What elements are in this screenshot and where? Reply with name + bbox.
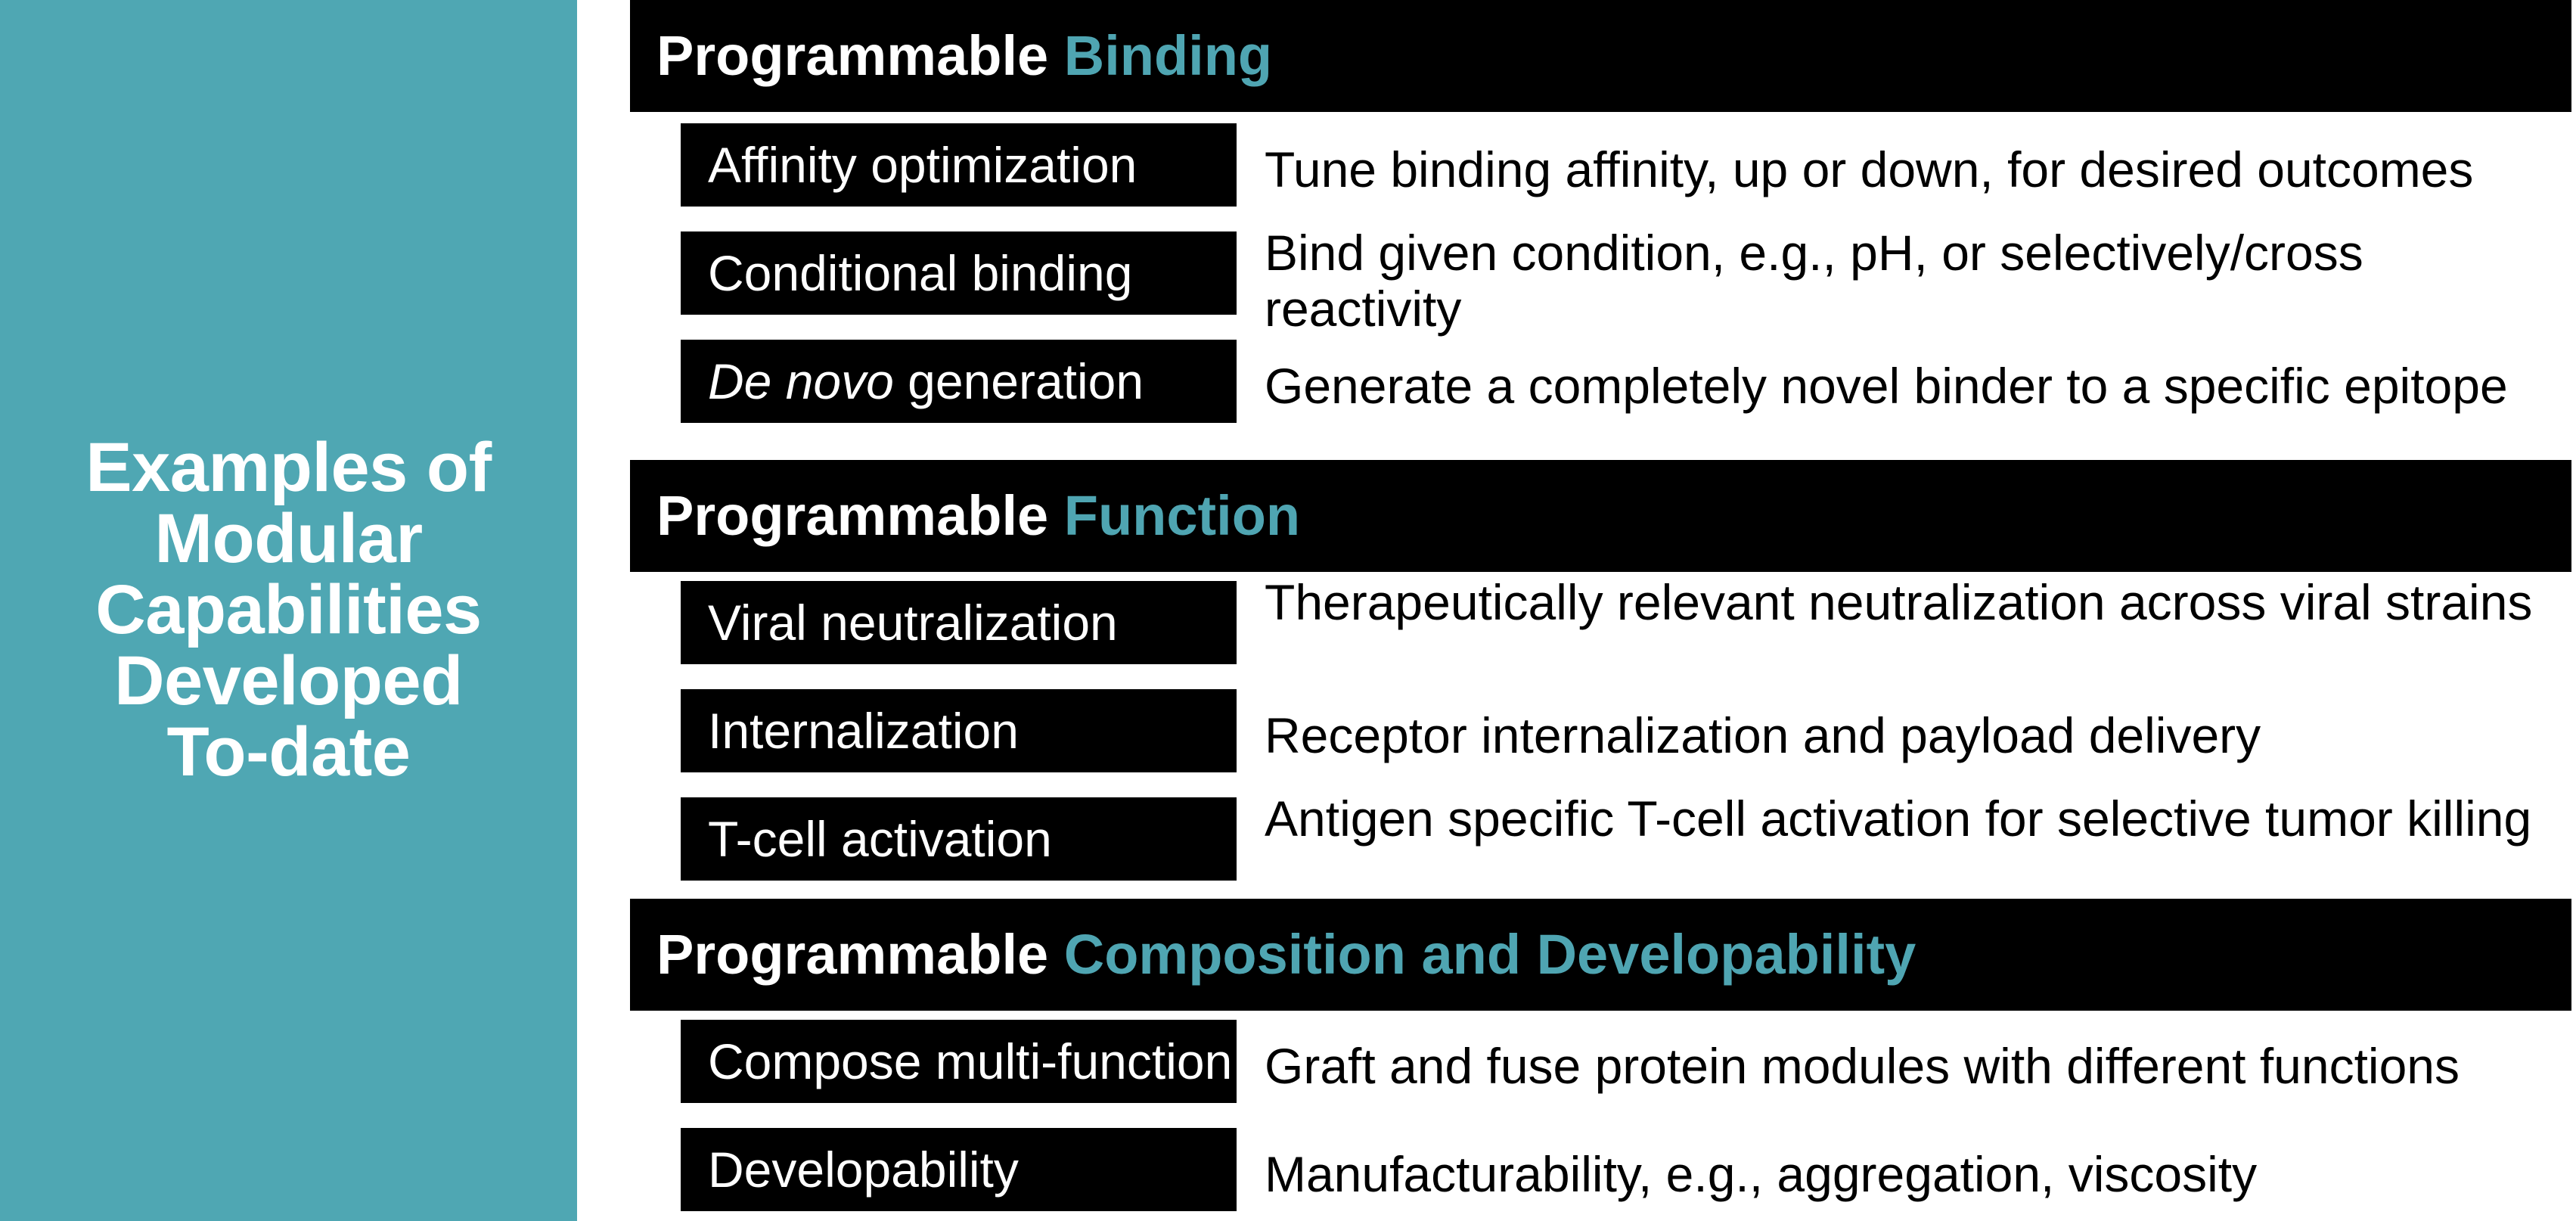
- content-area: Programmable Binding Affinity optimizati…: [577, 0, 2576, 1221]
- section-header-2-accent: Composition and Developability: [1063, 923, 1916, 986]
- capability-chip-1-2-label: T-cell activation: [708, 811, 1052, 867]
- sidebar-panel: Examples of Modular Capabilities Develop…: [0, 0, 577, 1221]
- section-header-2-prefix: Programmable: [656, 923, 1064, 986]
- capability-desc-1-0: Therapeutically relevant neutralization …: [1265, 574, 2533, 630]
- capability-desc-0-2: Generate a completely novel binder to a …: [1265, 358, 2508, 414]
- section-header-2-label: Programmable Composition and Developabil…: [656, 927, 1916, 983]
- capability-chip-1-1: Internalization: [681, 689, 1237, 772]
- capability-chip-2-1-label: Developability: [708, 1142, 1019, 1198]
- section-header-2: Programmable Composition and Developabil…: [630, 899, 2571, 1011]
- capability-chip-0-1-label: Conditional binding: [708, 245, 1133, 301]
- capability-chip-0-1: Conditional binding: [681, 231, 1237, 315]
- capability-chip-2-1: Developability: [681, 1128, 1237, 1211]
- capability-chip-1-1-label: Internalization: [708, 703, 1019, 759]
- capability-chip-2-0-label: Compose multi-function: [708, 1033, 1233, 1089]
- capability-chip-1-2: T-cell activation: [681, 797, 1237, 881]
- section-header-1: Programmable Function: [630, 460, 2571, 572]
- section-header-0-label: Programmable Binding: [656, 28, 1272, 84]
- capability-chip-0-2-rest: generation: [908, 353, 1144, 409]
- capability-desc-0-0: Tune binding affinity, up or down, for d…: [1265, 141, 2474, 197]
- capability-chip-1-0: Viral neutralization: [681, 581, 1237, 664]
- capability-desc-1-2: Antigen specific T-cell activation for s…: [1265, 791, 2532, 847]
- capability-chip-0-2-italic: De novo: [708, 353, 894, 409]
- section-header-1-label: Programmable Function: [656, 488, 1300, 544]
- section-header-1-accent: Function: [1063, 484, 1301, 547]
- capability-chip-0-0: Affinity optimization: [681, 123, 1237, 207]
- capability-desc-1-1: Receptor internalization and payload del…: [1265, 707, 2261, 763]
- capability-chip-0-2: De novo generation: [681, 340, 1237, 423]
- section-header-0: Programmable Binding: [630, 0, 2571, 112]
- capability-chip-2-0: Compose multi-function: [681, 1020, 1237, 1103]
- capability-chip-0-2-label: De novo generation: [708, 356, 1144, 406]
- capability-desc-0-1: Bind given condition, e.g., pH, or selec…: [1265, 225, 2363, 337]
- section-header-1-prefix: Programmable: [656, 484, 1064, 547]
- capability-chip-0-0-label: Affinity optimization: [708, 137, 1137, 193]
- capability-desc-2-1: Manufacturability, e.g., aggregation, vi…: [1265, 1146, 2258, 1202]
- section-header-0-prefix: Programmable: [656, 24, 1064, 87]
- capability-desc-2-0: Graft and fuse protein modules with diff…: [1265, 1038, 2460, 1094]
- section-header-0-accent: Binding: [1063, 24, 1273, 87]
- page-title: Examples of Modular Capabilities Develop…: [85, 429, 492, 791]
- capability-chip-1-0-label: Viral neutralization: [708, 595, 1118, 651]
